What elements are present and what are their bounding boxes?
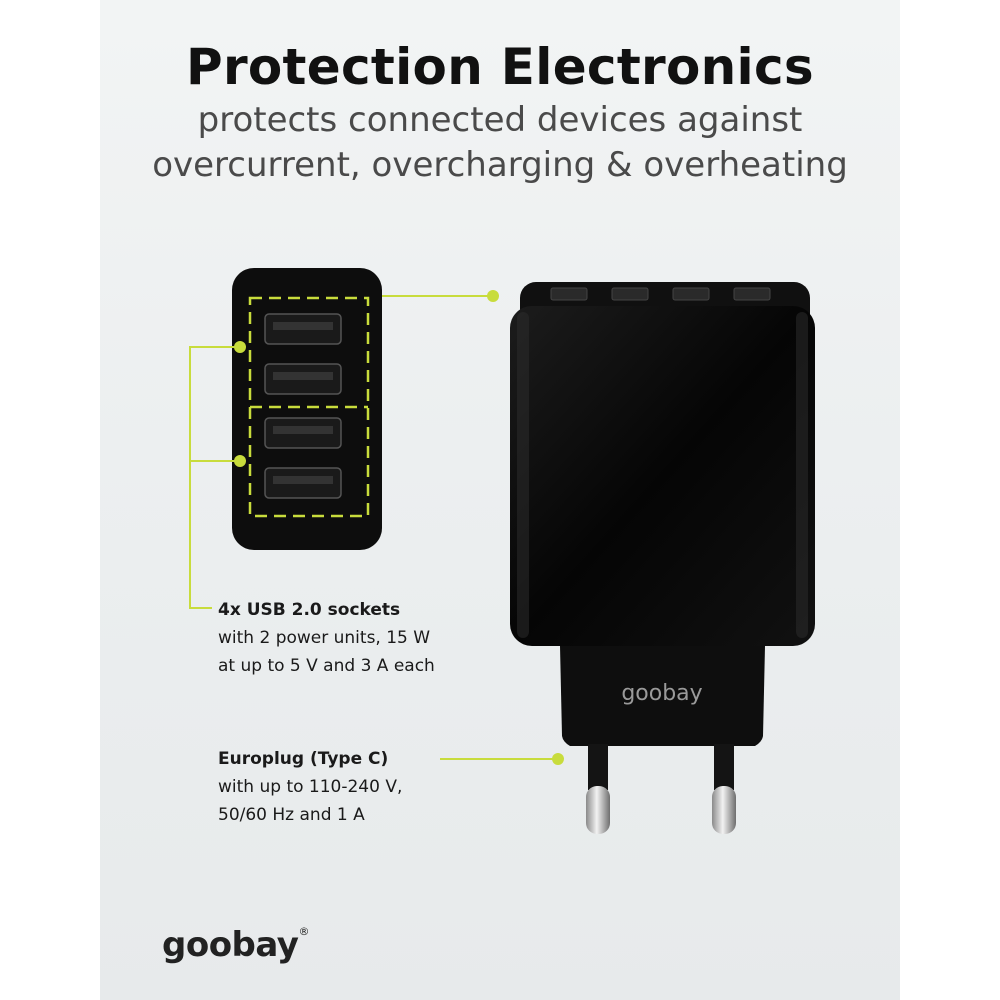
registered-mark: ® [298, 925, 309, 938]
device-logo: goobay [621, 681, 702, 706]
usb-closeup [232, 268, 382, 550]
callout-lines [189, 290, 564, 765]
usb-port-icon [264, 467, 342, 499]
usb-sockets-heading: 4x USB 2.0 sockets [218, 600, 401, 620]
charger-body [510, 306, 815, 646]
subtitle-line-1: protects connected devices against [197, 100, 803, 140]
brand-logo-text: goobay [162, 925, 299, 965]
subtitle-line-2: overcurrent, overcharging & overheating [152, 145, 848, 185]
product-illustration: goobay [189, 268, 815, 834]
usb-sockets-callout: 4x USB 2.0 sockets with 2 power units, 1… [218, 596, 435, 680]
callout-dot-icon [487, 290, 499, 302]
usb-sockets-line-1: with 2 power units, 15 W [218, 628, 431, 648]
brand-logo: goobay® [162, 925, 309, 965]
usb-port-icon [264, 417, 342, 449]
usb-port-icon [264, 363, 342, 395]
europlug-callout: Europlug (Type C) with up to 110-240 V, … [218, 745, 402, 829]
callout-dot-icon [234, 455, 246, 467]
usb-port-icon [264, 313, 342, 345]
europlug-heading: Europlug (Type C) [218, 749, 389, 769]
product-panel: Protection Electronics protects connecte… [100, 0, 900, 1000]
usb-sockets-line-2: at up to 5 V and 3 A each [218, 656, 435, 676]
callout-dot-icon [234, 341, 246, 353]
page-subtitle: protects connected devices against overc… [100, 98, 900, 188]
europlug-line-2: 50/60 Hz and 1 A [218, 805, 365, 825]
plug-base [560, 646, 765, 746]
charger-device: goobay [510, 282, 815, 834]
usb-closeup-body [232, 268, 382, 550]
callout-dot-icon [552, 753, 564, 765]
usb-port-icon [550, 287, 771, 301]
plug-pin-icon [712, 744, 736, 834]
page-title: Protection Electronics [186, 38, 814, 96]
plug-pin-icon [586, 744, 610, 834]
europlug-line-1: with up to 110-240 V, [218, 777, 403, 797]
